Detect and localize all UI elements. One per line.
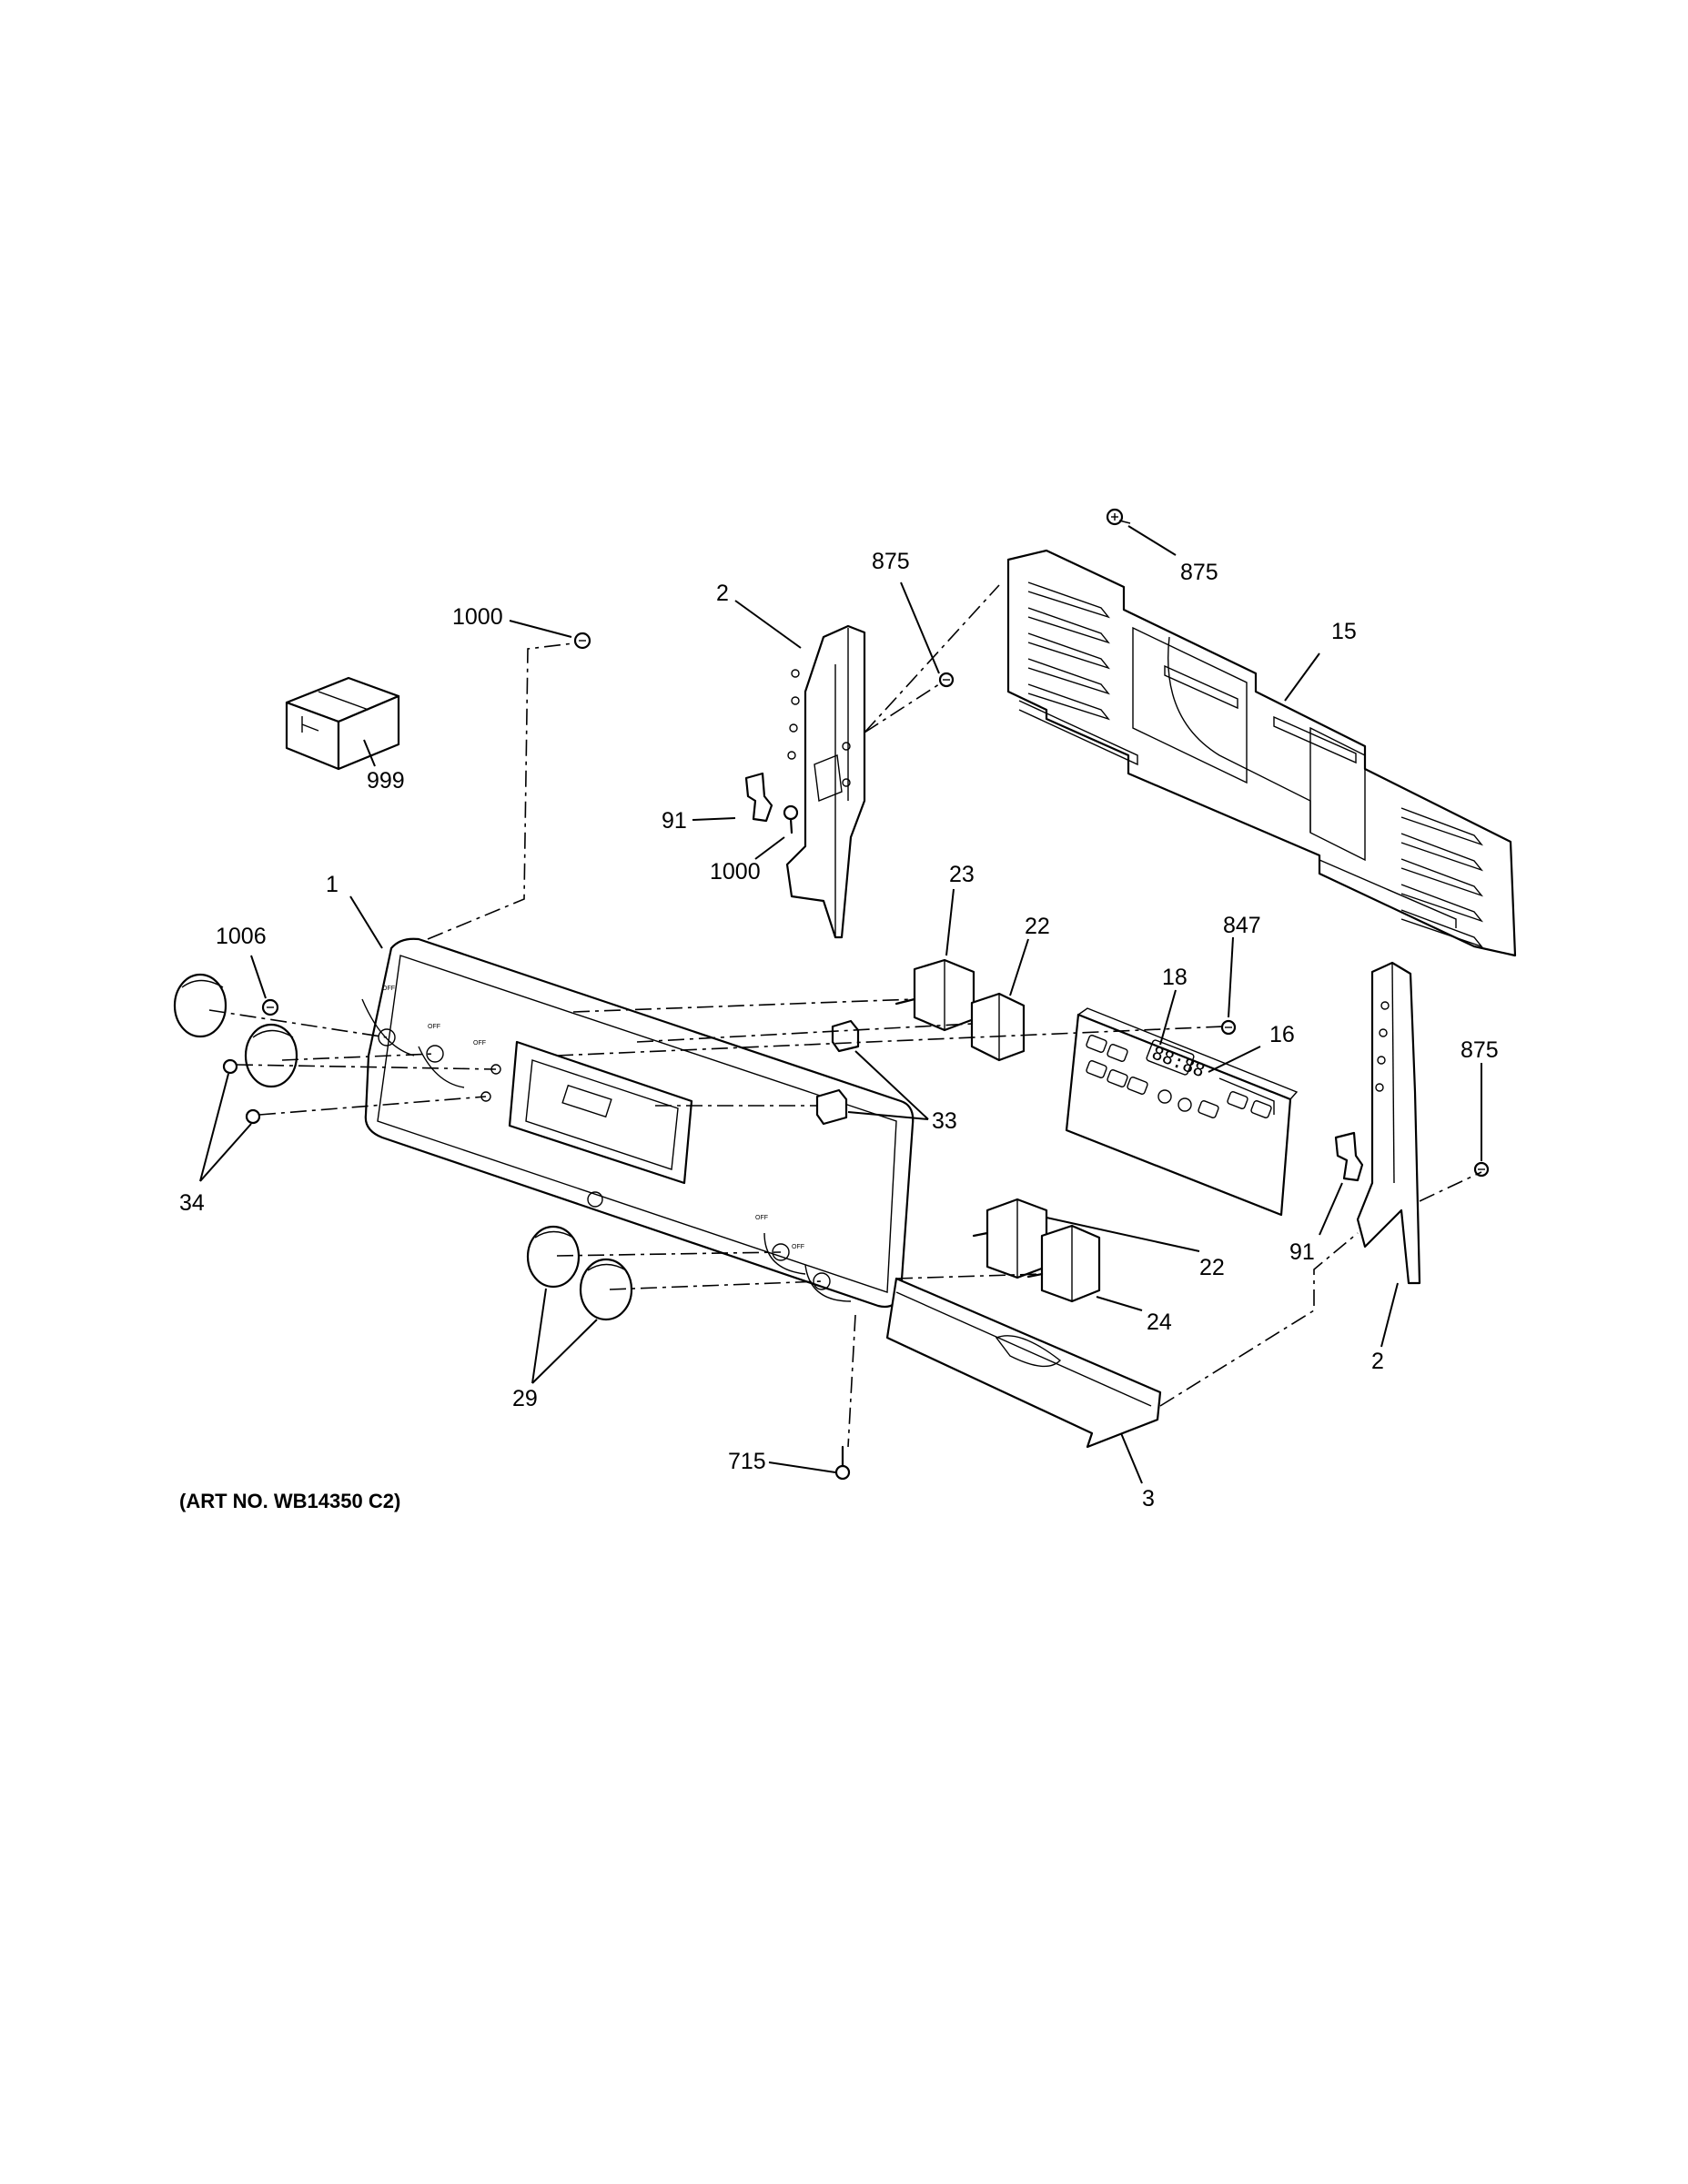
label-34: 34 bbox=[179, 1190, 205, 1216]
part-2-left-end-cap bbox=[785, 624, 866, 939]
svg-text:OFF: OFF bbox=[755, 1215, 768, 1221]
label-16: 16 bbox=[1269, 1022, 1295, 1047]
label-875-top: 875 bbox=[1180, 560, 1218, 585]
part-15-back-panel bbox=[1006, 549, 1517, 957]
screw-1006 bbox=[261, 998, 279, 1016]
screw-1000-lower bbox=[783, 804, 799, 834]
panel-slots-left bbox=[1027, 581, 1110, 721]
part-22-switch-lower bbox=[972, 1198, 1048, 1279]
leader-lines bbox=[199, 525, 1482, 1484]
knob-upper-left-1 bbox=[173, 973, 227, 1038]
label-2-right: 2 bbox=[1371, 1349, 1384, 1374]
label-999: 999 bbox=[367, 768, 405, 794]
label-875-right: 875 bbox=[1461, 1037, 1499, 1063]
part-34-spring-clip-b bbox=[245, 1108, 261, 1125]
part-91-bracket-left bbox=[744, 772, 773, 823]
part-22-switch-upper bbox=[970, 992, 1026, 1062]
svg-text:OFF: OFF bbox=[382, 986, 395, 992]
label-24: 24 bbox=[1147, 1309, 1172, 1335]
assembly-lines bbox=[208, 520, 1482, 1448]
part-33-rocker-lower bbox=[815, 1088, 848, 1126]
screw-875-mid bbox=[938, 672, 955, 688]
svg-text:OFF: OFF bbox=[473, 1040, 486, 1046]
part-labels: 1000 999 2 875 875 15 91 1000 1 1006 23 … bbox=[179, 549, 1499, 1512]
screw-875-top bbox=[1106, 508, 1124, 526]
label-1: 1 bbox=[326, 872, 339, 897]
label-22-lower: 22 bbox=[1199, 1255, 1225, 1280]
label-875-mid: 875 bbox=[872, 549, 910, 574]
screw-847 bbox=[1220, 1019, 1237, 1036]
label-1000-top: 1000 bbox=[452, 604, 503, 630]
label-715: 715 bbox=[728, 1449, 766, 1474]
label-2-left: 2 bbox=[716, 581, 729, 606]
screw-875-right bbox=[1473, 1161, 1490, 1178]
part-34-spring-clip-a bbox=[222, 1058, 238, 1075]
knob-upper-left-2 bbox=[244, 1023, 298, 1088]
label-1006: 1006 bbox=[216, 924, 267, 949]
label-3: 3 bbox=[1142, 1486, 1155, 1512]
label-15: 15 bbox=[1331, 619, 1357, 644]
label-91-right: 91 bbox=[1289, 1239, 1315, 1265]
screw-715 bbox=[834, 1445, 851, 1481]
part-33-rocker-upper bbox=[831, 1019, 860, 1053]
label-18: 18 bbox=[1162, 965, 1188, 990]
panel-slots-right bbox=[1400, 807, 1484, 948]
part-23-switch bbox=[895, 958, 975, 1032]
part-2-right-end-cap bbox=[1356, 961, 1421, 1285]
label-33: 33 bbox=[932, 1108, 957, 1134]
part-999-box bbox=[285, 676, 400, 771]
knob-lower-1 bbox=[526, 1225, 581, 1289]
panel-slots-center bbox=[1164, 664, 1357, 764]
label-847: 847 bbox=[1223, 913, 1261, 938]
label-29: 29 bbox=[512, 1386, 538, 1411]
part-91-bracket-right bbox=[1334, 1131, 1364, 1182]
knob-lower-2 bbox=[579, 1258, 633, 1321]
label-22-upper: 22 bbox=[1025, 914, 1050, 939]
part-1-control-panel: OFF OFF OFF OFF OFF bbox=[361, 937, 915, 1309]
label-91-left: 91 bbox=[662, 808, 687, 834]
svg-text:OFF: OFF bbox=[428, 1024, 440, 1030]
part-3-bottom-trim bbox=[885, 1277, 1162, 1449]
screw-1000-top bbox=[573, 632, 591, 650]
label-23: 23 bbox=[949, 862, 975, 887]
svg-text:OFF: OFF bbox=[792, 1244, 804, 1250]
art-number-caption: (ART NO. WB14350 C2) bbox=[179, 1490, 400, 1512]
part-16-control-board: 88:88 bbox=[1065, 1007, 1299, 1217]
part-24-switch bbox=[1026, 1224, 1101, 1303]
label-1000-lower: 1000 bbox=[710, 859, 761, 885]
